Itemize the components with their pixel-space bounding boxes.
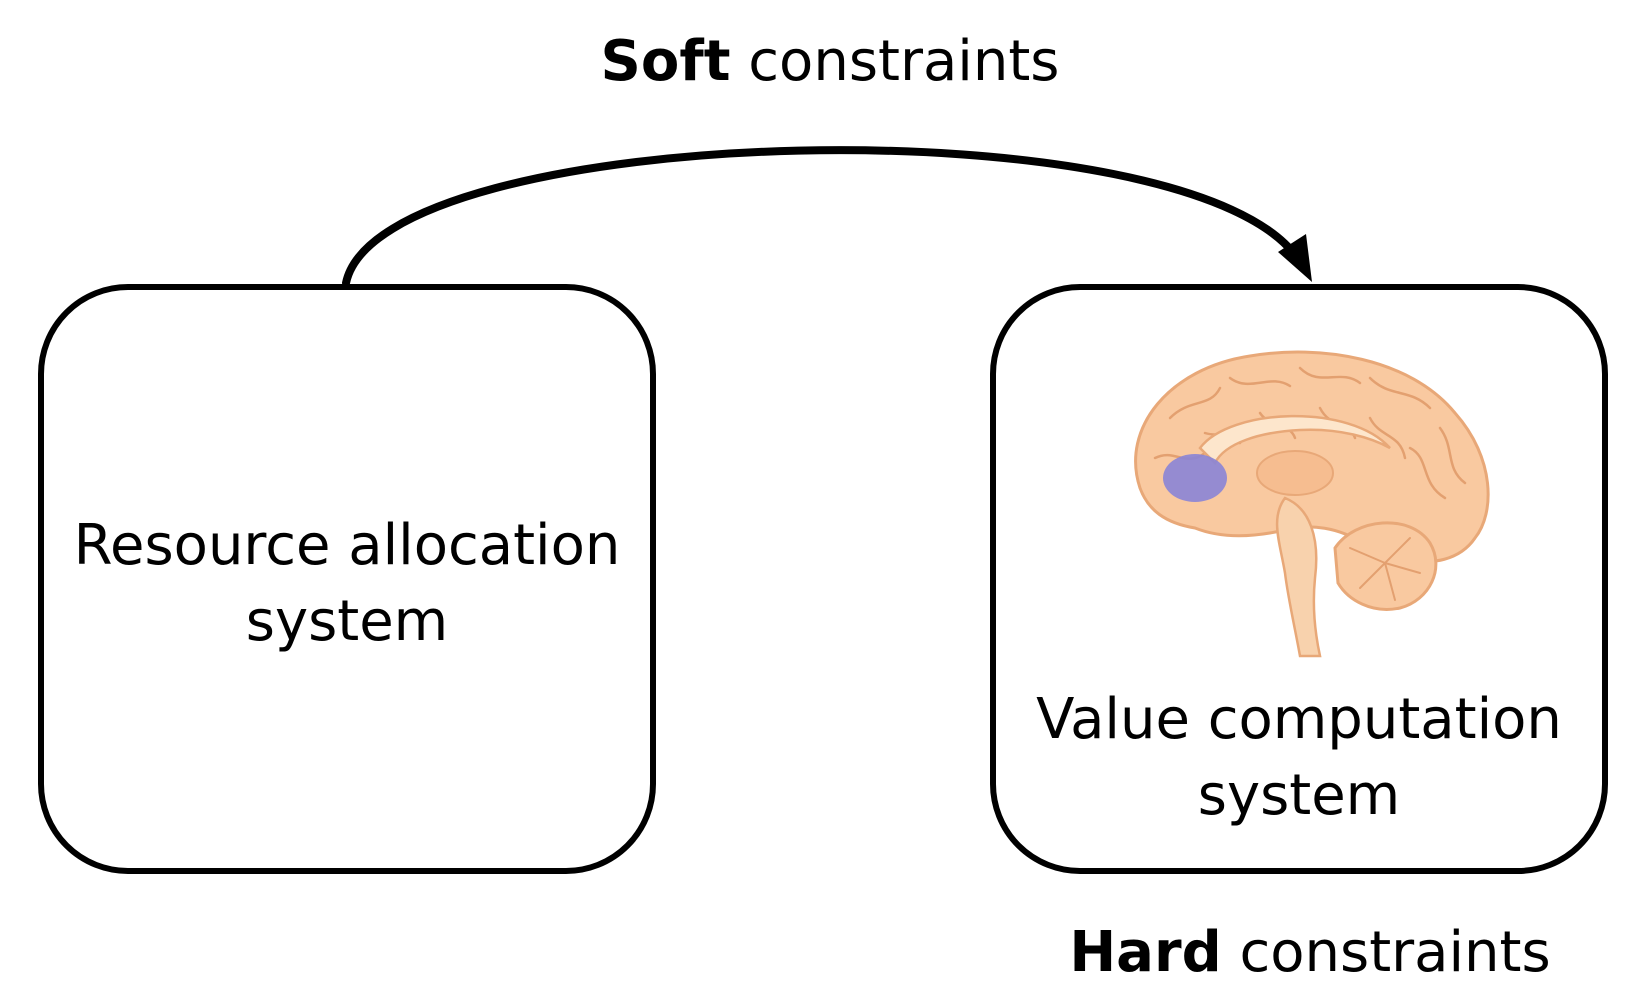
- soft-word: Soft: [600, 29, 731, 94]
- resource-allocation-text: Resource allocation system: [44, 508, 650, 660]
- highlight-region: [1163, 454, 1227, 502]
- brain-sagittal-icon: [1110, 338, 1510, 658]
- soft-constraints-label: Soft constraints: [600, 34, 1060, 90]
- value-computation-text: Value computation system: [996, 682, 1602, 834]
- hard-word: Hard: [1069, 920, 1222, 985]
- arrow-curve: [342, 146, 1304, 287]
- resource-line-2: system: [245, 589, 449, 654]
- value-line-1: Value computation: [1036, 687, 1562, 752]
- resource-allocation-box: Resource allocation system: [38, 284, 656, 874]
- soft-rest: constraints: [730, 29, 1060, 94]
- corpus-callosum-shape: [1198, 414, 1391, 466]
- hard-constraints-label: Hard constraints: [1060, 925, 1560, 981]
- resource-line-1: Resource allocation: [73, 513, 621, 578]
- hard-rest: constraints: [1221, 920, 1551, 985]
- brainstem-shape: [1275, 496, 1322, 658]
- thalamus-shape: [1256, 450, 1334, 496]
- value-line-2: system: [1197, 763, 1401, 828]
- arrow-head: [1278, 234, 1312, 282]
